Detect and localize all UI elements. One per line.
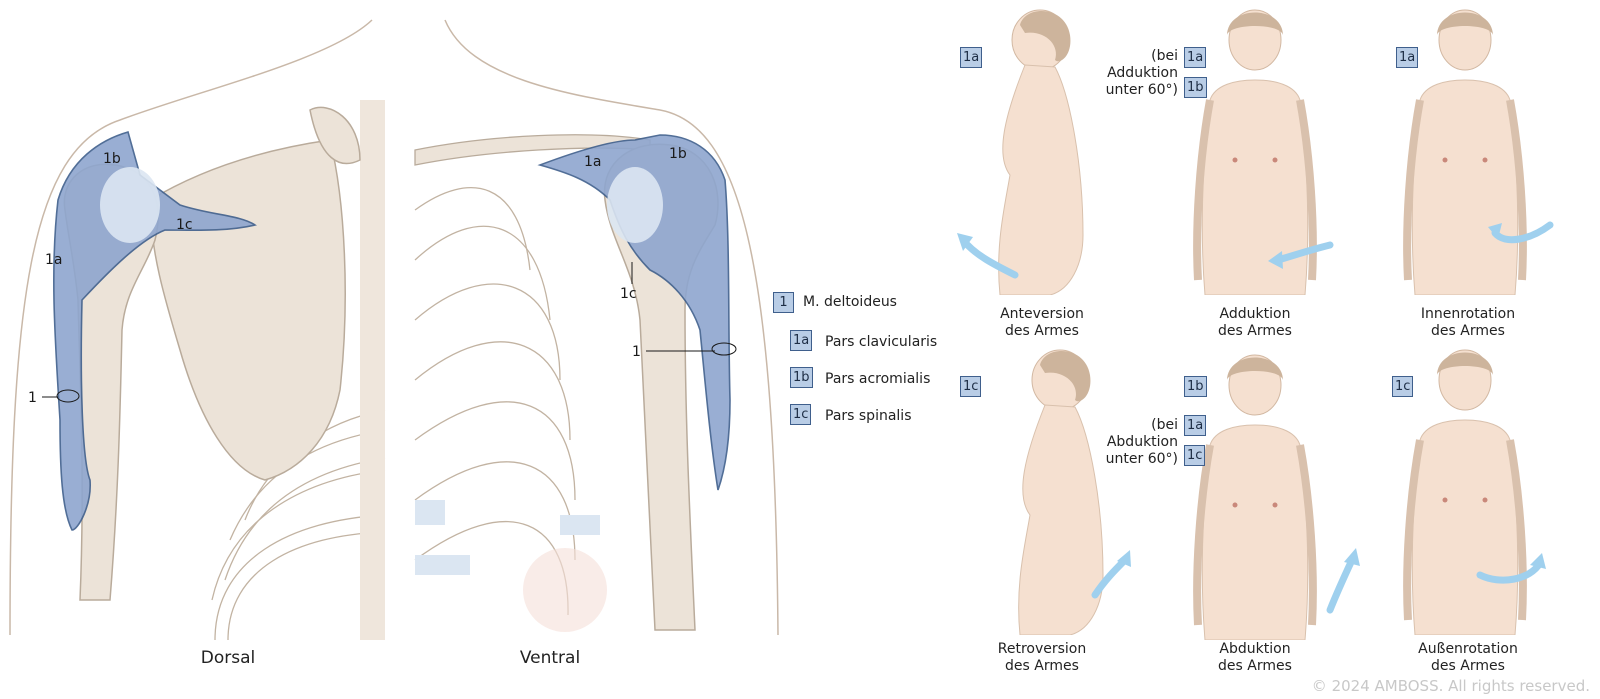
movement-adduktion-caption: Adduktion des Armes xyxy=(1170,306,1340,340)
figure-abduktion xyxy=(1180,350,1360,640)
figure-adduktion xyxy=(1180,5,1334,295)
ventral-label-1: 1 xyxy=(632,344,641,360)
movement-innenrotation-badge-1a: 1a xyxy=(1396,47,1419,68)
figure-anteversion xyxy=(957,9,1084,295)
legend-badge-1b: 1b xyxy=(790,367,813,388)
caption-line: des Armes xyxy=(1218,658,1292,674)
movement-aussenrotation-caption: Außenrotation des Armes xyxy=(1383,641,1553,675)
ventral-shoulder-illustration: 1a 1b 1c 1 xyxy=(414,19,779,636)
ventral-label-1c: 1c xyxy=(620,286,637,302)
movement-retroversion-caption: Retroversion des Armes xyxy=(957,641,1127,675)
caption-line: Anteversion xyxy=(1000,306,1084,322)
dorsal-label-1: 1 xyxy=(28,390,37,406)
legend-text-1b: Pars acromialis xyxy=(825,371,931,387)
legend-badge-1c: 1c xyxy=(790,404,812,425)
dorsal-shoulder-illustration: 1b 1c 1a 1 xyxy=(9,19,386,641)
dorsal-label-1a: 1a xyxy=(45,252,63,268)
caption-line: des Armes xyxy=(1005,658,1079,674)
figure-retroversion xyxy=(1018,349,1131,635)
condition-line: unter 60°) xyxy=(1105,451,1178,467)
caption-line: Abduktion xyxy=(1219,641,1291,657)
copyright-notice: © 2024 AMBOSS. All rights reserved. xyxy=(1311,677,1590,695)
movement-abduktion-badge-1c: 1c xyxy=(1184,445,1206,466)
dorsal-view-label: Dorsal xyxy=(200,648,256,668)
condition-line: unter 60°) xyxy=(1105,82,1178,98)
movement-anteversion-badge-1a: 1a xyxy=(960,47,983,68)
legend-text-1a: Pars clavicularis xyxy=(825,334,938,350)
caption-line: Retroversion xyxy=(997,641,1087,657)
movement-abduktion-badge-1a: 1a xyxy=(1184,415,1207,436)
movement-innenrotation-caption: Innenrotation des Armes xyxy=(1383,306,1553,340)
condition-line: (bei xyxy=(1151,48,1178,64)
legend-badge-1: 1 xyxy=(773,292,794,313)
caption-line: des Armes xyxy=(1431,658,1505,674)
figure-innenrotation xyxy=(1390,5,1554,295)
caption-line: Außenrotation xyxy=(1418,641,1518,657)
ventral-view-label: Ventral xyxy=(519,648,581,668)
caption-line: des Armes xyxy=(1431,323,1505,339)
ventral-label-1a: 1a xyxy=(584,154,602,170)
movement-anteversion-caption: Anteversion des Armes xyxy=(957,306,1127,340)
movement-abduktion-badge-1b: 1b xyxy=(1184,376,1207,397)
movement-retroversion-badge-1c: 1c xyxy=(960,376,982,397)
caption-line: des Armes xyxy=(1005,323,1079,339)
ventral-label-1b: 1b xyxy=(669,146,687,162)
dorsal-label-1c: 1c xyxy=(176,217,193,233)
condition-line: Adduktion xyxy=(1107,65,1178,81)
movement-adduktion-condition: (bei Adduktion unter 60°) xyxy=(1098,48,1178,99)
legend-badge-1a: 1a xyxy=(790,330,813,351)
condition-line: (bei xyxy=(1151,417,1178,433)
figure-aussenrotation xyxy=(1390,345,1546,635)
caption-line: des Armes xyxy=(1218,323,1292,339)
legend-text-1c: Pars spinalis xyxy=(825,408,912,424)
movement-abduktion-condition: (bei Abduktion unter 60°) xyxy=(1098,417,1178,468)
caption-line: Adduktion xyxy=(1219,306,1291,322)
movement-aussenrotation-badge-1c: 1c xyxy=(1392,376,1414,397)
caption-line: Innenrotation xyxy=(1420,306,1516,322)
dorsal-label-1b: 1b xyxy=(103,151,121,167)
movement-adduktion-badge-1b: 1b xyxy=(1184,77,1207,98)
movement-abduktion-caption: Abduktion des Armes xyxy=(1170,641,1340,675)
movement-adduktion-badge-1a: 1a xyxy=(1184,47,1207,68)
legend-text-1: M. deltoideus xyxy=(803,294,897,310)
condition-line: Abduktion xyxy=(1106,434,1178,450)
